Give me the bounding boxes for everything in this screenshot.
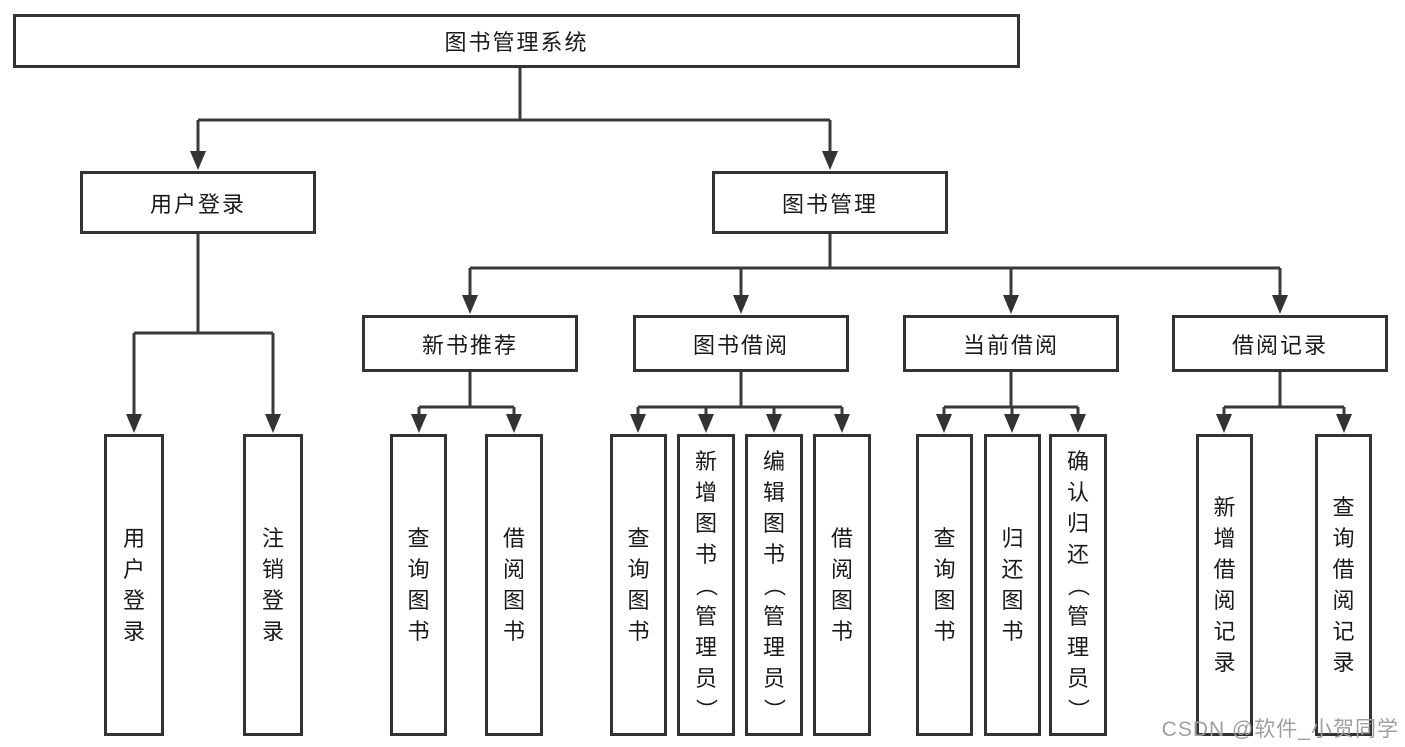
connector-elbows [132, 68, 1346, 420]
arrowhead-icons [126, 151, 1352, 433]
leaf-query-books-current: 查询图书 [916, 434, 973, 736]
leaf-logout: 注销登录 [243, 434, 303, 736]
node-library-management-system: 图书管理系统 [13, 14, 1020, 68]
leaf-query-books-recommend: 查询图书 [390, 434, 447, 736]
leaf-add-books-admin: 新增图书（管理员） [677, 434, 735, 736]
leaf-user-login: 用户登录 [104, 434, 164, 736]
node-user-login: 用户登录 [80, 171, 316, 234]
leaf-edit-books-admin: 编辑图书（管理员） [745, 434, 803, 736]
node-borrowing-records: 借阅记录 [1172, 315, 1388, 372]
node-book-borrowing: 图书借阅 [633, 315, 849, 372]
leaf-query-books-borrow: 查询图书 [610, 434, 667, 736]
leaf-add-borrow-record: 新增借阅记录 [1196, 434, 1253, 736]
csdn-watermark: CSDN @软件_小贺同学 [1161, 718, 1399, 741]
node-book-management: 图书管理 [712, 171, 948, 234]
leaf-borrow-books-recommend: 借阅图书 [485, 434, 543, 736]
leaf-return-books: 归还图书 [984, 434, 1041, 736]
node-new-book-recommendation: 新书推荐 [362, 315, 578, 372]
leaf-borrow-books: 借阅图书 [813, 434, 871, 736]
leaf-confirm-return-admin: 确认归还（管理员） [1049, 434, 1107, 736]
node-current-borrowing: 当前借阅 [903, 315, 1119, 372]
leaf-query-borrow-record: 查询借阅记录 [1315, 434, 1372, 736]
